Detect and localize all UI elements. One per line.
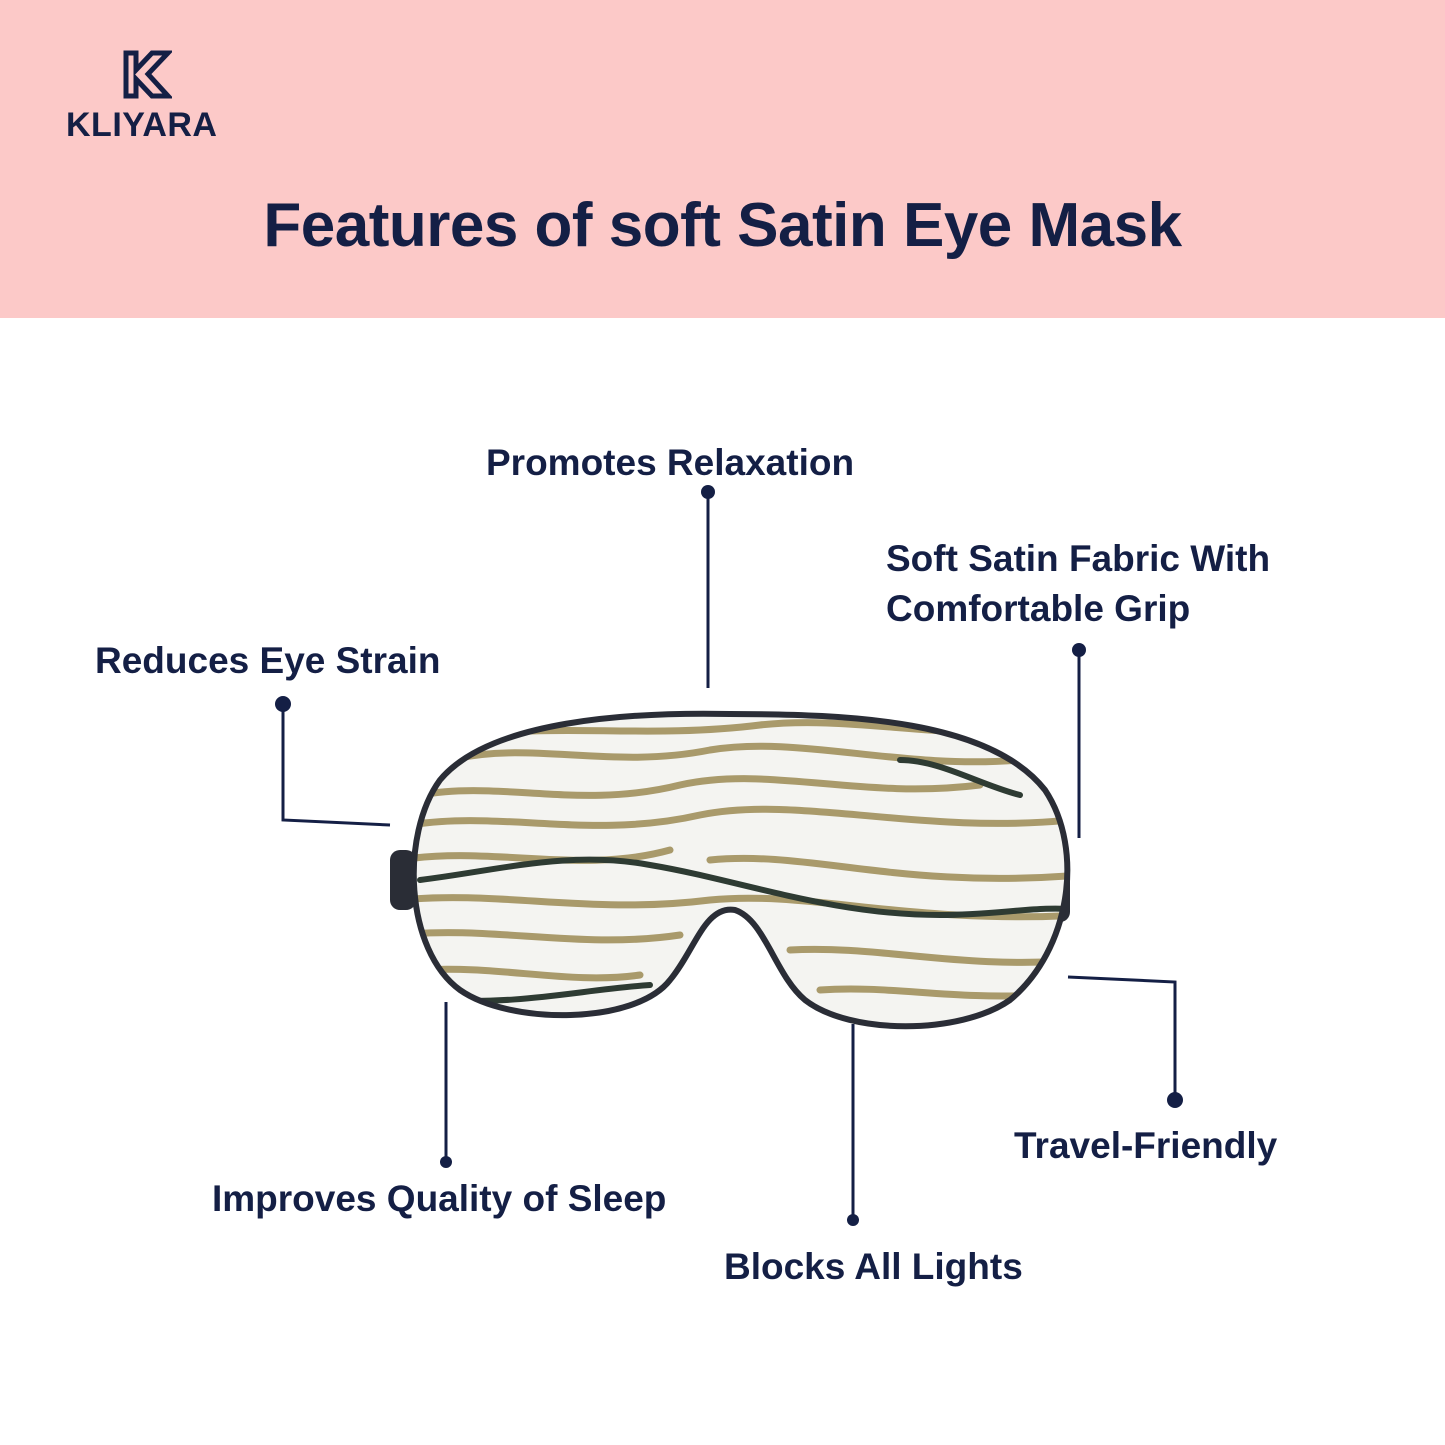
dot-travel-friendly <box>1167 1092 1183 1108</box>
feature-improves-sleep: Improves Quality of Sleep <box>212 1178 667 1219</box>
brand-name: KLIYARA <box>66 106 218 144</box>
feature-promotes-relaxation: Promotes Relaxation <box>486 442 855 483</box>
feature-blocks-lights: Blocks All Lights <box>724 1246 1023 1287</box>
header-banner: KLIYARA Features of soft Satin Eye Mask <box>0 0 1445 318</box>
dot-soft-satin <box>1072 643 1086 657</box>
strap-left <box>390 850 416 910</box>
feature-travel-friendly: Travel-Friendly <box>1014 1125 1278 1166</box>
feature-soft-satin-line1: Soft Satin Fabric With <box>886 538 1271 579</box>
dot-blocks-lights <box>847 1214 859 1226</box>
dot-improves-sleep <box>440 1156 452 1168</box>
feature-reduces-eye-strain: Reduces Eye Strain <box>95 640 441 681</box>
mask-trim <box>410 710 1071 1030</box>
eye-mask-image <box>390 710 1071 1030</box>
dot-reduces-eye-strain <box>275 696 291 712</box>
brand-logo: KLIYARA <box>66 50 236 150</box>
feature-soft-satin-line2: Comfortable Grip <box>886 588 1191 629</box>
page-title: Features of soft Satin Eye Mask <box>263 191 1182 260</box>
k-monogram-icon <box>123 50 172 99</box>
